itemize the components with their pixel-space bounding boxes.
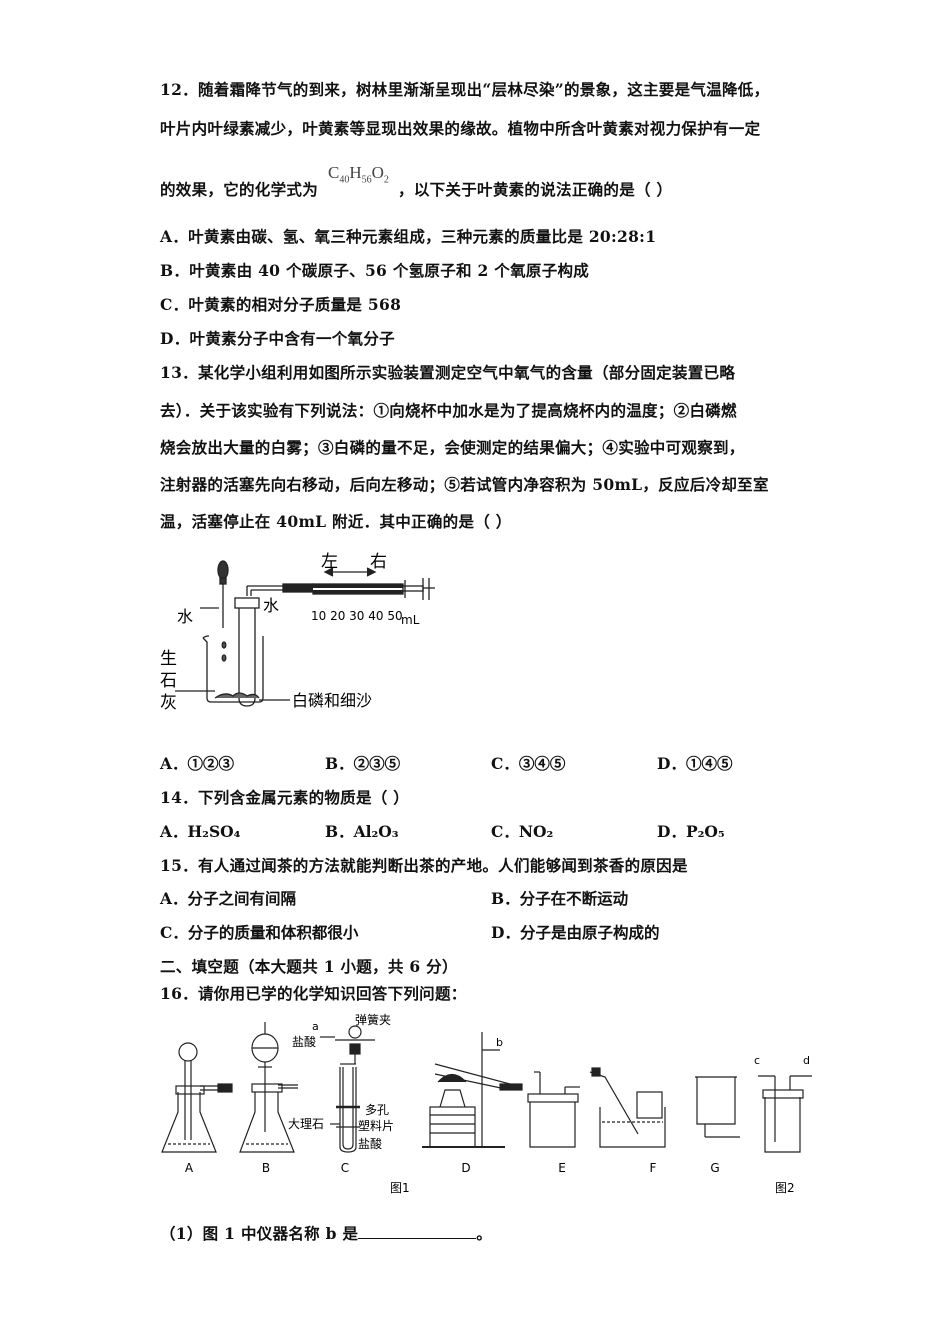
answer-blank[interactable]	[358, 1224, 477, 1239]
apparatus-figure: A B C D E F G a b c d 弹簧夹 盐酸 大理石 多孔 塑料片 …	[161, 1012, 812, 1195]
water-label-2: 水	[263, 596, 279, 615]
q13-option-c: C．③④⑤	[491, 754, 566, 773]
left-label: 左	[321, 552, 338, 572]
clamp-label: 弹簧夹	[355, 1012, 391, 1027]
q14-stem: 14．下列含金属元素的物质是（ ）	[160, 788, 410, 807]
q12-option-c: C．叶黄素的相对分子质量是 568	[160, 295, 402, 314]
plate-label-1: 多孔	[365, 1103, 389, 1117]
q12-line-2: 叶片内叶绿素减少，叶黄素等显现出效果的缘故。植物中所含叶黄素对视力保护有一定	[160, 119, 761, 138]
q15-option-a: A．分子之间有间隔	[160, 889, 297, 908]
label-d: D	[461, 1161, 470, 1175]
q12-option-d: D．叶黄素分子中含有一个氧分子	[160, 329, 395, 348]
scale-label: 10 20 30 40 50	[311, 609, 403, 623]
fig2-label: 图2	[775, 1181, 795, 1195]
hcl-label: 盐酸	[292, 1034, 316, 1049]
label-a: A	[185, 1161, 194, 1175]
q16-sub-1: （1）图 1 中仪器名称 b 是 。	[160, 1222, 492, 1244]
q13-option-b: B．②③⑤	[325, 754, 401, 773]
q14-option-c: C．NO₂	[491, 822, 554, 841]
label-small-a: a	[312, 1020, 319, 1033]
q14-option-b: B．Al₂O₃	[325, 822, 399, 841]
q14-option-d: D．P₂O₅	[657, 822, 725, 841]
oxygen-experiment-figure: 左 右 水 水 10 20 30 40 50 mL 生 石 灰 白磷和细沙	[160, 552, 435, 713]
q13-line-3: 烧会放出大量的白雾；③白磷的量不足，会使测定的结果偏大；④实验中可观察到，	[160, 438, 745, 457]
lime-label-2: 石	[160, 671, 177, 691]
plate-label-2: 塑料片	[358, 1118, 394, 1133]
phosphorus-label: 白磷和细沙	[292, 691, 372, 710]
label-g: G	[710, 1161, 719, 1175]
fig1-label: 图1	[390, 1181, 410, 1195]
q13-line-4: 注射器的活塞先向右移动，后向左移动；⑤若试管内净容积为 50mL，反应后冷却至室	[160, 475, 769, 494]
q12-line-3: 的效果，它的化学式为 ，以下关于叶黄素的说法正确的是（ ）	[160, 178, 672, 200]
q13-line-2: 去）．关于该实验有下列说法：①向烧杯中加水是为了提高烧杯内的温度；②白磷燃	[160, 401, 737, 420]
label-c: C	[341, 1161, 349, 1175]
q12-line-3-pre: 的效果，它的化学式为	[160, 180, 319, 199]
chemical-formula: C40H56O2	[328, 163, 389, 186]
label-f: F	[650, 1161, 657, 1175]
q12-line-1: 12．随着霜降节气的到来，树林里渐渐呈现出“层林尽染”的景象，这主要是气温降低，	[160, 80, 770, 99]
q14-option-a: A．H₂SO₄	[160, 822, 241, 841]
hcl-label-2: 盐酸	[358, 1136, 382, 1151]
q12-option-b: B．叶黄素由 40 个碳原子、56 个氢原子和 2 个氧原子构成	[160, 261, 590, 280]
marble-label: 大理石	[288, 1117, 324, 1131]
q13-line-1: 13．某化学小组利用如图所示实验装置测定空气中氧气的含量（部分固定装置已略	[160, 363, 736, 382]
label-small-b: b	[496, 1036, 503, 1049]
q16-sub-1-pre: （1）图 1 中仪器名称 b 是	[160, 1224, 359, 1243]
section-title: 二、填空题（本大题共 1 小题，共 6 分）	[160, 957, 458, 976]
lime-label-3: 灰	[160, 693, 177, 713]
unit-label: mL	[401, 613, 420, 627]
q16-stem: 16．请你用已学的化学知识回答下列问题：	[160, 984, 467, 1003]
lime-label-1: 生	[160, 649, 177, 669]
q15-option-d: D．分子是由原子构成的	[491, 923, 660, 942]
q12-option-a: A．叶黄素由碳、氢、氧三种元素组成，三种元素的质量比是 20:28:1	[160, 227, 657, 246]
q13-line-5: 温，活塞停止在 40mL 附近．其中正确的是（ ）	[160, 512, 512, 531]
q12-line-3-post: ，以下关于叶黄素的说法正确的是（ ）	[398, 180, 673, 199]
q13-option-d: D．①④⑤	[657, 754, 733, 773]
q15-option-b: B．分子在不断运动	[491, 889, 629, 908]
q13-option-a: A．①②③	[160, 754, 235, 773]
label-b: B	[262, 1161, 270, 1175]
label-small-d: d	[803, 1054, 810, 1067]
right-label: 右	[370, 552, 387, 572]
label-small-c: c	[754, 1054, 760, 1067]
q15-stem: 15．有人通过闻茶的方法就能判断出茶的产地。人们能够闻到茶香的原因是	[160, 856, 688, 875]
q15-option-c: C．分子的质量和体积都很小	[160, 923, 359, 942]
label-e: E	[558, 1161, 566, 1175]
water-label-1: 水	[177, 607, 193, 626]
q16-sub-1-post: 。	[476, 1224, 493, 1243]
